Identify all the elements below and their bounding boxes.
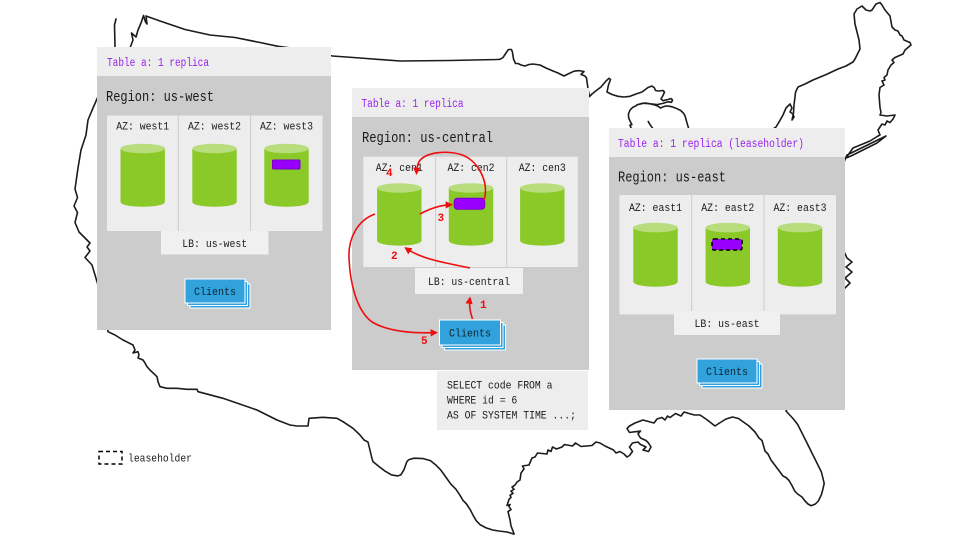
svg-text:AZ: cen3: AZ: cen3 — [519, 163, 566, 175]
svg-text:Clients: Clients — [194, 287, 236, 299]
svg-text:AS OF SYSTEM TIME ...;: AS OF SYSTEM TIME ...; — [447, 411, 576, 423]
svg-text:SELECT code FROM a: SELECT code FROM a — [447, 381, 553, 393]
svg-text:Table a: 1 replica (leaseholde: Table a: 1 replica (leaseholder) — [618, 138, 804, 151]
svg-text:AZ: cen2: AZ: cen2 — [448, 163, 495, 175]
svg-text:Region: us-east: Region: us-east — [618, 170, 726, 187]
svg-text:Clients: Clients — [449, 329, 491, 341]
svg-text:LB: us-east: LB: us-east — [695, 319, 760, 331]
svg-text:AZ: west3: AZ: west3 — [260, 122, 313, 134]
svg-text:AZ: east2: AZ: east2 — [701, 203, 754, 215]
svg-text:LB: us-west: LB: us-west — [182, 239, 247, 251]
svg-text:LB: us-central: LB: us-central — [428, 277, 510, 289]
svg-text:Table a: 1 replica: Table a: 1 replica — [362, 98, 464, 111]
svg-text:Region: us-west: Region: us-west — [106, 89, 214, 106]
svg-text:Region: us-central: Region: us-central — [362, 130, 493, 147]
svg-text:5: 5 — [421, 336, 428, 348]
svg-text:3: 3 — [438, 213, 445, 225]
svg-text:AZ: east3: AZ: east3 — [774, 203, 827, 215]
svg-text:Table a: 1 replica: Table a: 1 replica — [107, 57, 209, 70]
svg-text:WHERE id = 6: WHERE id = 6 — [447, 396, 517, 408]
svg-text:AZ: east1: AZ: east1 — [629, 203, 682, 215]
svg-text:Clients: Clients — [706, 367, 748, 379]
svg-text:AZ: cen1: AZ: cen1 — [376, 163, 423, 175]
svg-text:AZ: west2: AZ: west2 — [188, 122, 241, 134]
svg-text:leaseholder: leaseholder — [128, 454, 192, 466]
svg-text:AZ: west1: AZ: west1 — [116, 122, 169, 134]
svg-text:1: 1 — [480, 300, 487, 312]
svg-text:4: 4 — [386, 168, 393, 180]
svg-text:2: 2 — [391, 251, 398, 263]
